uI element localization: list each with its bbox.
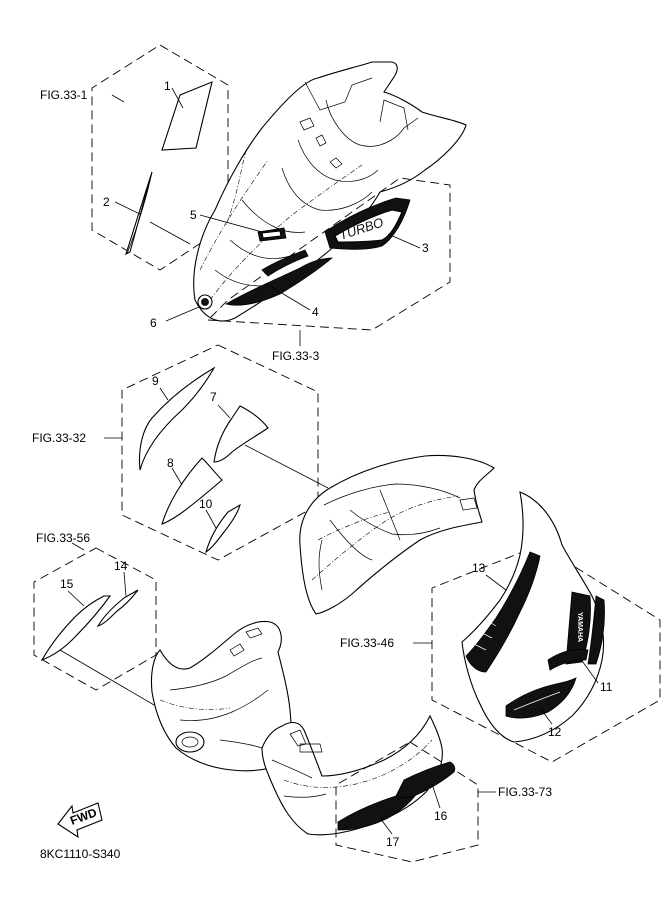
decal-part-15[interactable] [40, 595, 112, 662]
group-outline-fig-33-1 [91, 44, 229, 271]
callout-14[interactable]: 14 [114, 559, 128, 573]
callout-2[interactable]: 2 [103, 195, 110, 209]
decal-part-16[interactable] [395, 761, 456, 798]
fig-33-46-label[interactable]: FIG.33-46 [340, 636, 394, 650]
callout-7[interactable]: 7 [210, 390, 217, 404]
front-cowl-assembly [193, 61, 467, 322]
callout-13[interactable]: 13 [472, 561, 486, 575]
decal-part-8[interactable] [161, 457, 223, 525]
callout-17[interactable]: 17 [386, 835, 400, 849]
callout-4[interactable]: 4 [312, 305, 319, 319]
fig-33-1-label[interactable]: FIG.33-1 [40, 88, 88, 102]
callout-3[interactable]: 3 [422, 241, 429, 255]
decal-part-2[interactable] [125, 171, 153, 256]
group-fig-33-56: FIG.33-56 15 14 [33, 531, 167, 713]
decal-part-14[interactable] [96, 589, 139, 627]
callout-6[interactable]: 6 [150, 316, 157, 330]
group-outline-fig-33-3 [206, 177, 451, 331]
decal-part-4[interactable] [224, 257, 334, 306]
group-fig-33-1: FIG.33-1 1 2 [40, 44, 229, 271]
decal-part-11[interactable]: YAMAHA [547, 591, 605, 671]
group-outline-fig-33-32 [121, 344, 319, 561]
emblem-part-6[interactable] [197, 294, 213, 310]
group-outline-fig-33-46 [431, 544, 661, 763]
middle-cowl-assembly [299, 455, 495, 615]
fig-33-3-label[interactable]: FIG.33-3 [272, 349, 320, 363]
decal-part-10[interactable] [205, 503, 241, 554]
group-fig-33-73: FIG.33-73 17 16 [335, 741, 552, 863]
decal-part-3[interactable]: TURBO [324, 197, 411, 250]
callout-10[interactable]: 10 [199, 497, 213, 511]
group-fig-33-3: FIG.33-3 TURBO 3 4 5 6 [150, 177, 451, 363]
callout-16[interactable]: 16 [434, 809, 448, 823]
yamaha-decal-text: YAMAHA [576, 612, 583, 642]
fwd-arrow: FWD [57, 802, 103, 839]
fig-33-32-label[interactable]: FIG.33-32 [32, 431, 86, 445]
fwd-arrow-icon [57, 802, 103, 839]
group-outline-fig-33-56 [33, 547, 157, 691]
callout-15[interactable]: 15 [60, 577, 74, 591]
emblem-part-5[interactable] [257, 227, 287, 242]
callout-12[interactable]: 12 [548, 725, 562, 739]
callout-1[interactable]: 1 [164, 79, 171, 93]
callout-5[interactable]: 5 [190, 208, 197, 222]
left-side-cowl-assembly [150, 620, 293, 772]
group-fig-33-46: FIG.33-46 13 YAMAHA 11 12 [340, 491, 661, 763]
decal-part-9[interactable] [138, 366, 216, 471]
diagram-code: 8KC1110-S340 [40, 847, 121, 861]
callout-11[interactable]: 11 [600, 680, 613, 694]
decal-part-1[interactable] [161, 81, 213, 151]
fig-33-56-label[interactable]: FIG.33-56 [36, 531, 90, 545]
decal-part-12[interactable] [505, 677, 577, 719]
callout-9[interactable]: 9 [152, 374, 159, 388]
callout-8[interactable]: 8 [167, 456, 174, 470]
fig-33-73-label[interactable]: FIG.33-73 [498, 785, 552, 799]
group-fig-33-32: FIG.33-32 9 7 8 10 [32, 344, 329, 561]
decal-part-7[interactable] [213, 405, 269, 463]
decal-part-13[interactable] [465, 551, 541, 673]
